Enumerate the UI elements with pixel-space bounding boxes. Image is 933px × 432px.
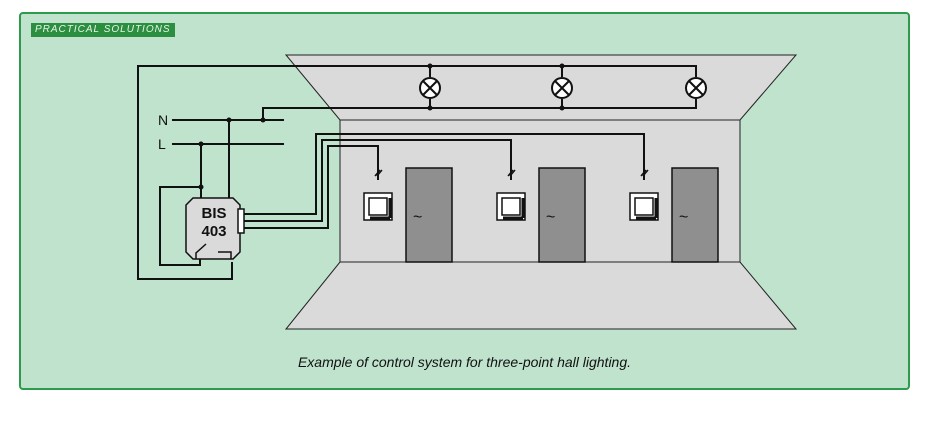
pushbutton-3-icon — [629, 169, 659, 221]
pushbutton-2-icon — [496, 169, 526, 221]
lamp-2-icon — [551, 77, 573, 99]
door-2 — [538, 167, 586, 263]
controller-unit — [185, 197, 245, 260]
door-3 — [671, 167, 719, 263]
door-1-symbol: ~ — [413, 209, 422, 226]
controller-label-line2: 403 — [201, 223, 226, 240]
junction-dots — [198, 63, 565, 190]
ceiling-surface — [284, 54, 798, 121]
controller-label-line1: BIS — [201, 205, 226, 222]
section-badge: PRACTICAL SOLUTIONS — [31, 23, 175, 37]
door-3-symbol: ~ — [679, 209, 688, 226]
diagram-caption: Example of control system for three-poin… — [297, 354, 632, 370]
door-2-symbol: ~ — [546, 209, 555, 226]
door-1 — [405, 167, 453, 263]
pushbutton-1-icon — [363, 169, 393, 221]
lamp-3-icon — [685, 77, 707, 99]
live-label: L — [158, 136, 166, 152]
floor-surface — [284, 261, 798, 330]
neutral-label: N — [158, 112, 168, 128]
lamp-1-icon — [419, 77, 441, 99]
